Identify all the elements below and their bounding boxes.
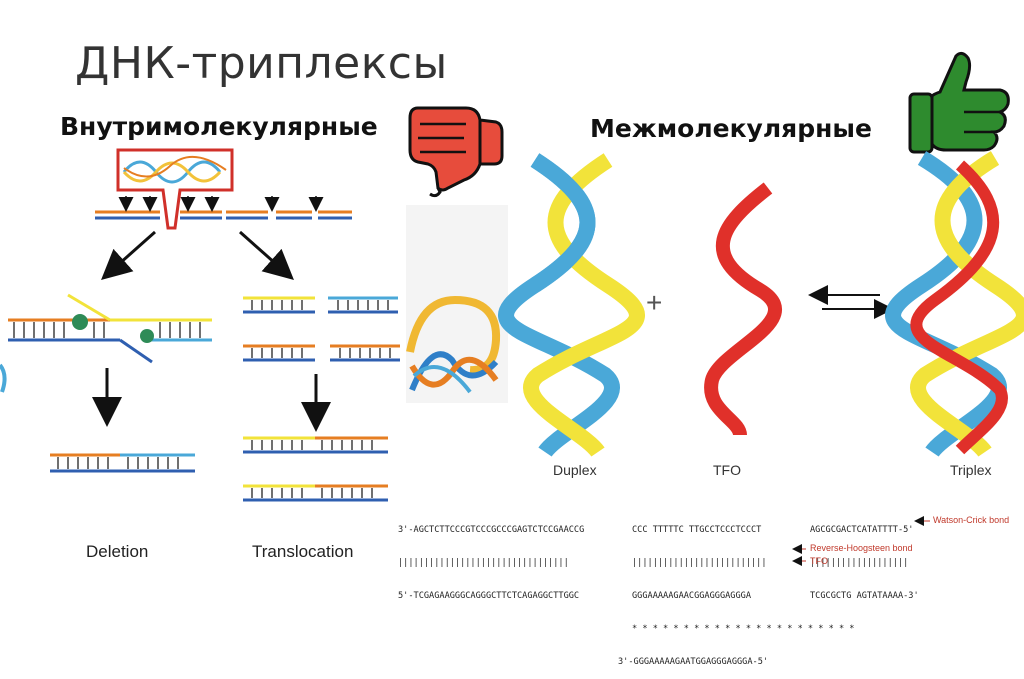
seq1-bottom: 5'-TCGAGAAGGGCAGGGCTTCTCAGAGGCTTGGC xyxy=(398,591,580,601)
diagram-canvas xyxy=(0,51,1024,566)
page-title: ДНК-триплексы xyxy=(75,38,448,89)
triplex-helix xyxy=(885,151,1024,458)
seq2-hoogsteen: * * * * * * * * * * * * * * * * * * * * … xyxy=(632,624,855,634)
plus-sign: + xyxy=(646,287,663,318)
seq2-bonds: |||||||||||||||||||||||||| xyxy=(632,558,767,568)
legend-watson-crick: Watson-Crick bond xyxy=(933,515,1010,525)
seq1-bonds: ||||||||||||||||||||||||||||||||| xyxy=(398,558,569,568)
seq3-bottom: TCGCGCTG AGTATAAAA-3' xyxy=(810,591,919,601)
tfo-helix xyxy=(704,182,782,437)
helix-loop-image xyxy=(406,205,508,403)
dna-strand-row xyxy=(95,210,352,220)
tfo-label: TFO xyxy=(713,462,741,478)
intermolecular-diagram xyxy=(498,151,1024,458)
thumbs-down-icon xyxy=(408,106,504,198)
seq3-top: AGCGCGACTCATATTTT-5' xyxy=(810,525,914,535)
duplex-helix xyxy=(498,153,645,458)
seq1-top: 3'-AGCTCTTCCCGTCCCGCCCGAGTCTCCGAACCG xyxy=(398,525,585,535)
duplex-label: Duplex xyxy=(553,462,597,478)
seq3-bonds: ||||||||||||||||||| xyxy=(810,558,909,568)
thumbs-up-icon xyxy=(908,51,1010,154)
seq2-top: CCC TTTTTC TTGCCTCCCTCCCT xyxy=(632,525,762,535)
translocation-label: Translocation xyxy=(252,542,354,561)
deletion-label: Deletion xyxy=(86,542,149,561)
legend-tfo: TFO xyxy=(810,556,828,566)
intramolecular-heading: Внутримолекулярные xyxy=(60,112,378,141)
intramolecular-diagram xyxy=(0,148,400,502)
sequence-block-1: 3'-AGCTCTTCCCGTCCCGCCCGAGTCTCCGAACCG |||… xyxy=(398,503,584,613)
triplex-label: Triplex xyxy=(950,462,992,478)
legend-reverse-hoogsteen: Reverse-Hoogsteen bond xyxy=(810,543,913,553)
intermolecular-heading: Межмолекулярные xyxy=(590,114,872,143)
seq2-tfo: 3'-GGGAAAAAGAATGGAGGGAGGGA-5' xyxy=(618,657,769,667)
